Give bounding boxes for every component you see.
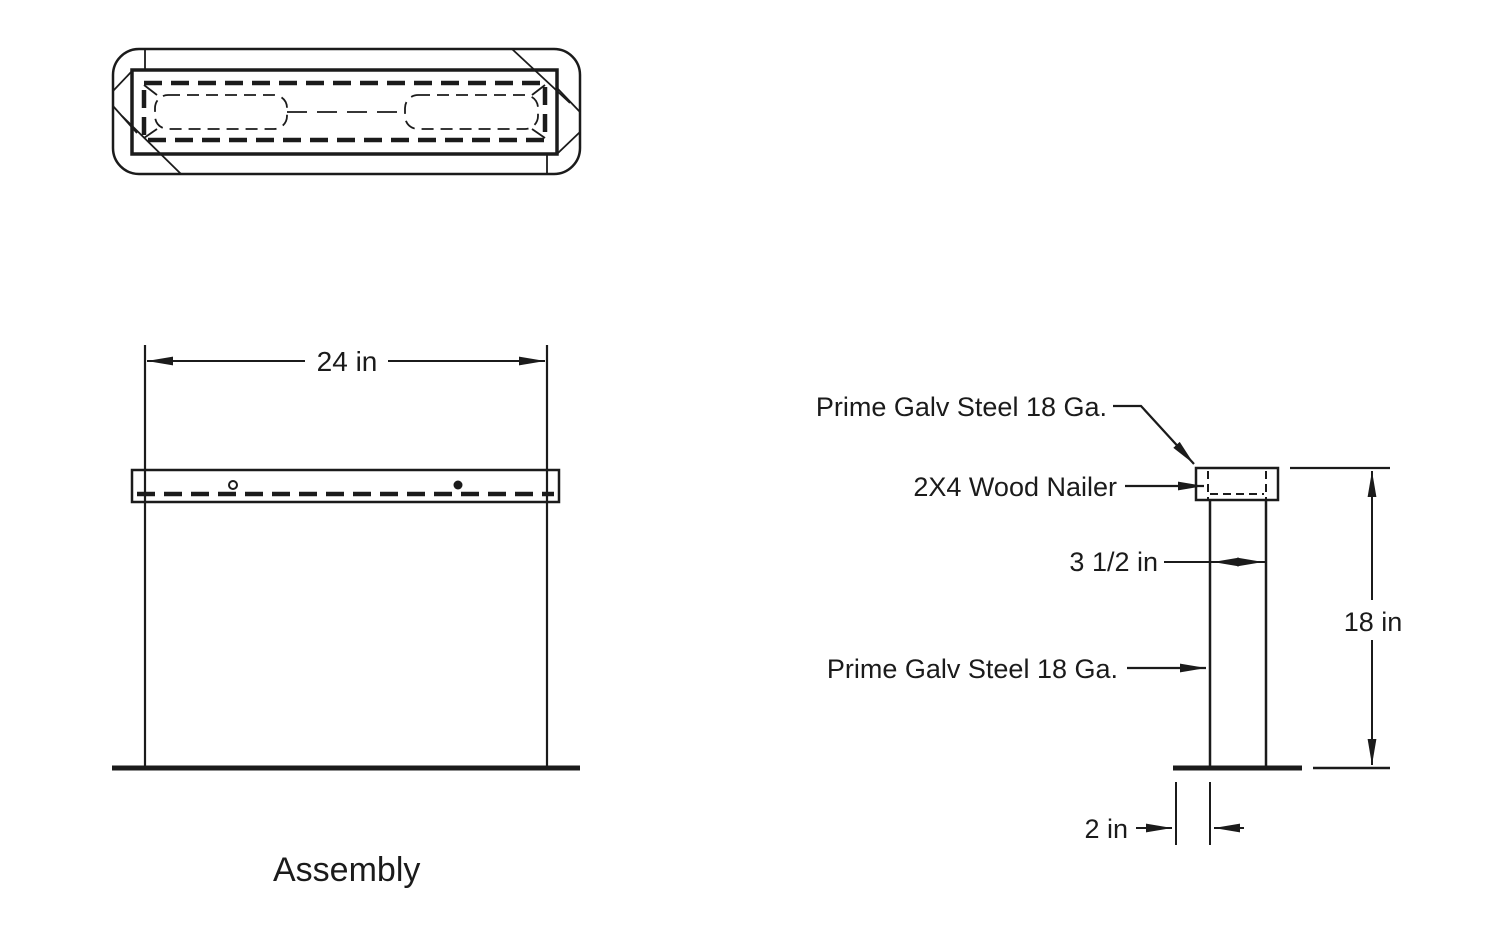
bend-line: [531, 128, 546, 139]
leader-line: [1113, 404, 1195, 465]
callout-steel-side-label: Prime Galv Steel 18 Ga.: [827, 654, 1118, 684]
offset-dimension: 2 in: [1084, 782, 1244, 845]
callout-wood-nailer: 2X4 Wood Nailer: [913, 472, 1204, 502]
top-view-left-nailer-hidden: [154, 94, 288, 130]
seam-line: [511, 48, 571, 104]
drawing-caption: Assembly: [273, 851, 420, 889]
offset-dimension-label: 2 in: [1084, 814, 1128, 844]
width-dimension: 24 in: [147, 346, 545, 377]
seam-line: [557, 131, 581, 154]
depth-dimension: 3 1/2 in: [1069, 547, 1266, 577]
depth-dimension-label: 3 1/2 in: [1069, 547, 1158, 577]
bend-line: [143, 128, 158, 139]
top-view-corner-seams: [112, 48, 581, 175]
top-view-hidden-frame: [141, 80, 548, 143]
top-view-inner-frame: [130, 68, 559, 156]
callout-steel-side: Prime Galv Steel 18 Ga.: [827, 654, 1206, 684]
front-view: 24 in Assembly: [112, 345, 580, 889]
seam-line: [121, 115, 182, 175]
width-dimension-label: 24 in: [317, 346, 378, 377]
bend-line: [531, 84, 546, 96]
front-top-rail: [130, 468, 561, 504]
seam-line: [556, 87, 581, 113]
bend-line: [143, 84, 158, 96]
callout-steel-top-label: Prime Galv Steel 18 Ga.: [816, 392, 1107, 422]
height-dimension-label: 18 in: [1344, 607, 1403, 637]
side-view: Prime Galv Steel 18 Ga. 2X4 Wood Nailer …: [816, 392, 1402, 845]
callout-steel-top: Prime Galv Steel 18 Ga.: [816, 392, 1195, 465]
seam-line: [112, 69, 134, 92]
callout-wood-nailer-label: 2X4 Wood Nailer: [913, 472, 1117, 502]
top-view-right-nailer-hidden: [404, 94, 539, 130]
height-dimension: 18 in: [1290, 466, 1403, 770]
top-view: [111, 47, 582, 176]
front-left-fastener-hole: [228, 480, 238, 490]
front-right-fastener: [453, 480, 463, 490]
